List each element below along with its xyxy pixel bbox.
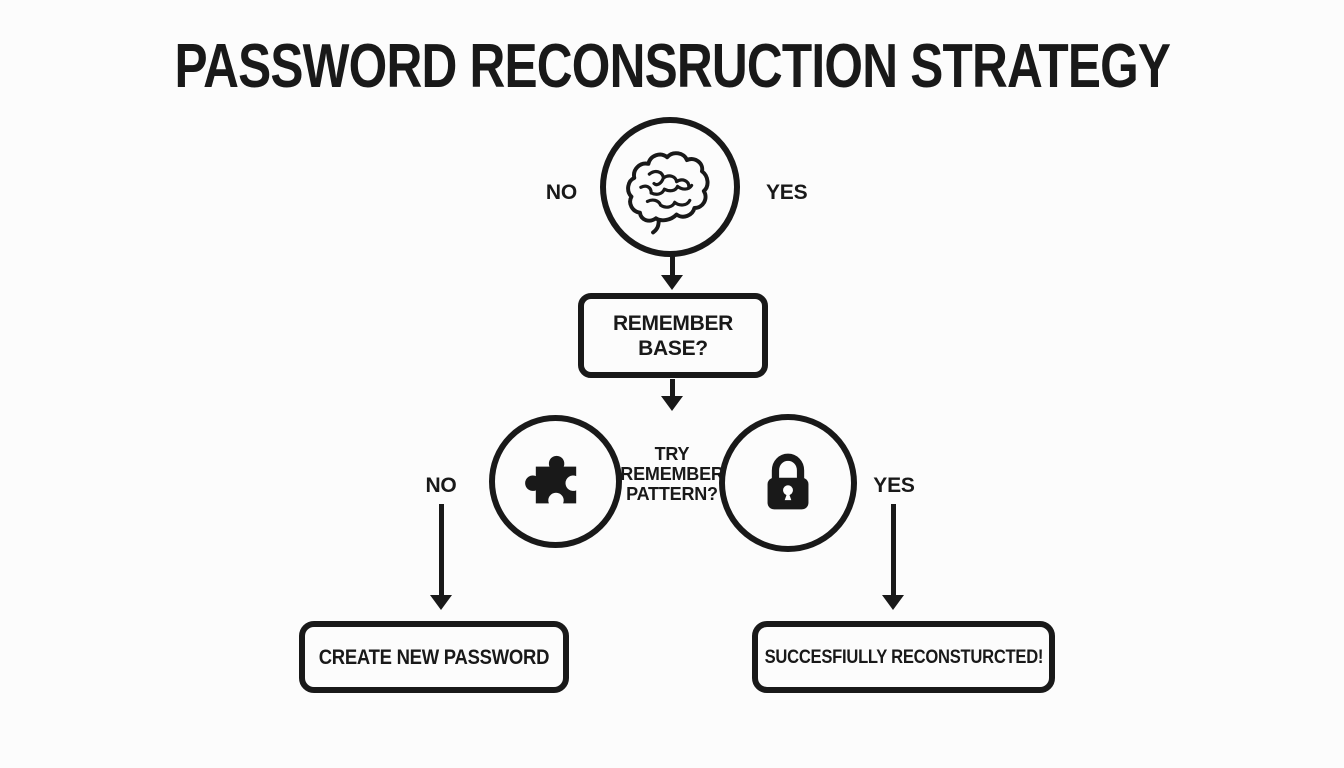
success-box: SUCCESFIULLY RECONSTURCTED! (752, 621, 1055, 693)
success-label: SUCCESFIULLY RECONSTURCTED! (764, 645, 1043, 668)
create-password-box: CREATE NEW PASSWORD (299, 621, 569, 693)
brain-icon (623, 148, 717, 236)
arrow-brain-to-base (661, 256, 683, 290)
arrow-base-to-pattern (661, 379, 683, 411)
memory-no-label: NO (545, 181, 577, 204)
remember-base-box: REMEMBER BASE? (578, 293, 768, 378)
pattern-no-label: NO (425, 474, 457, 497)
puzzle-node (489, 415, 622, 548)
arrow-no-to-create (430, 504, 452, 610)
remember-base-question: REMEMBER BASE? (612, 311, 734, 360)
create-password-label: CREATE NEW PASSWORD (318, 645, 550, 669)
arrow-yes-to-success (882, 504, 904, 610)
lock-icon (755, 445, 821, 521)
arrow-head-icon (661, 275, 683, 290)
memory-yes-label: YES (766, 181, 808, 204)
arrow-head-icon (882, 595, 904, 610)
page-title-row: PASSWORD RECONSRUCTION STRATEGY (0, 36, 1344, 98)
memory-check-node (600, 117, 740, 257)
pattern-question: TRY REMEMBER PATTERN? (620, 444, 724, 504)
page-title: PASSWORD RECONSRUCTION STRATEGY (174, 32, 1171, 101)
pattern-yes-label: YES (873, 474, 915, 497)
arrow-head-icon (430, 595, 452, 610)
puzzle-icon (518, 444, 594, 520)
arrow-head-icon (661, 396, 683, 411)
lock-node (719, 414, 857, 552)
